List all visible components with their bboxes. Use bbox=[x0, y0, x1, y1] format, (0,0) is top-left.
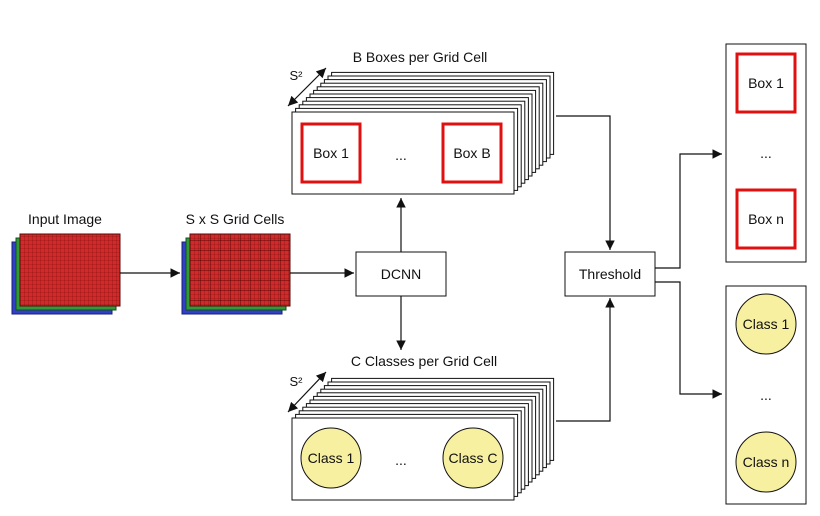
arrow-threshold-to-box-output bbox=[655, 149, 722, 269]
box-b-label: Box B bbox=[453, 145, 490, 161]
dcnn-label: DCNN bbox=[381, 266, 421, 282]
class-ellipsis: ... bbox=[395, 452, 407, 468]
class-c-label: Class C bbox=[448, 450, 497, 466]
output-class-n-circle bbox=[735, 431, 797, 493]
threshold-label: Threshold bbox=[579, 266, 641, 282]
s-squared-arrow-bottom bbox=[287, 371, 327, 413]
class-output-panel: Class 1 ... Class n bbox=[725, 285, 807, 505]
s-squared-label-top: S² bbox=[290, 68, 304, 83]
box-stack-front: Box 1 ... Box B bbox=[291, 111, 515, 195]
output-box-1-label: Box 1 bbox=[748, 75, 784, 91]
box-ellipsis: ... bbox=[395, 147, 407, 163]
grid-cells-label: S x S Grid Cells bbox=[186, 211, 285, 227]
input-image-label: Input Image bbox=[28, 211, 102, 227]
box-output-panel: Box 1 ... Box n bbox=[725, 43, 807, 263]
arrow-threshold-to-class-output bbox=[655, 281, 722, 399]
class-1-circle bbox=[300, 427, 362, 489]
output-box-1-cell bbox=[735, 52, 797, 114]
s-squared-arrow-top bbox=[287, 67, 327, 107]
grid-cells-stack bbox=[181, 233, 291, 315]
class-1-label: Class 1 bbox=[308, 450, 355, 466]
arrow-classes-to-threshold bbox=[556, 298, 615, 422]
boxes-per-cell-label: B Boxes per Grid Cell bbox=[353, 49, 488, 65]
input-image-stack bbox=[11, 233, 121, 315]
class-c-circle bbox=[442, 427, 504, 489]
threshold-box bbox=[564, 251, 656, 297]
arrow-boxes-to-threshold bbox=[556, 115, 615, 250]
output-box-n-cell bbox=[735, 188, 797, 250]
output-class-ellipsis: ... bbox=[760, 387, 772, 403]
classes-per-cell-label: C Classes per Grid Cell bbox=[351, 353, 497, 369]
output-box-n-label: Box n bbox=[748, 211, 784, 227]
output-class-1-circle bbox=[735, 293, 797, 355]
box-1-cell bbox=[300, 122, 362, 184]
output-class-n-label: Class n bbox=[743, 454, 790, 470]
box-b-cell bbox=[441, 122, 503, 184]
box-1-label: Box 1 bbox=[313, 145, 349, 161]
s-squared-label-bottom: S² bbox=[290, 374, 304, 389]
class-stack-front: Class 1 ... Class C bbox=[291, 417, 515, 501]
output-box-ellipsis: ... bbox=[760, 145, 772, 161]
output-class-1-label: Class 1 bbox=[743, 316, 790, 332]
